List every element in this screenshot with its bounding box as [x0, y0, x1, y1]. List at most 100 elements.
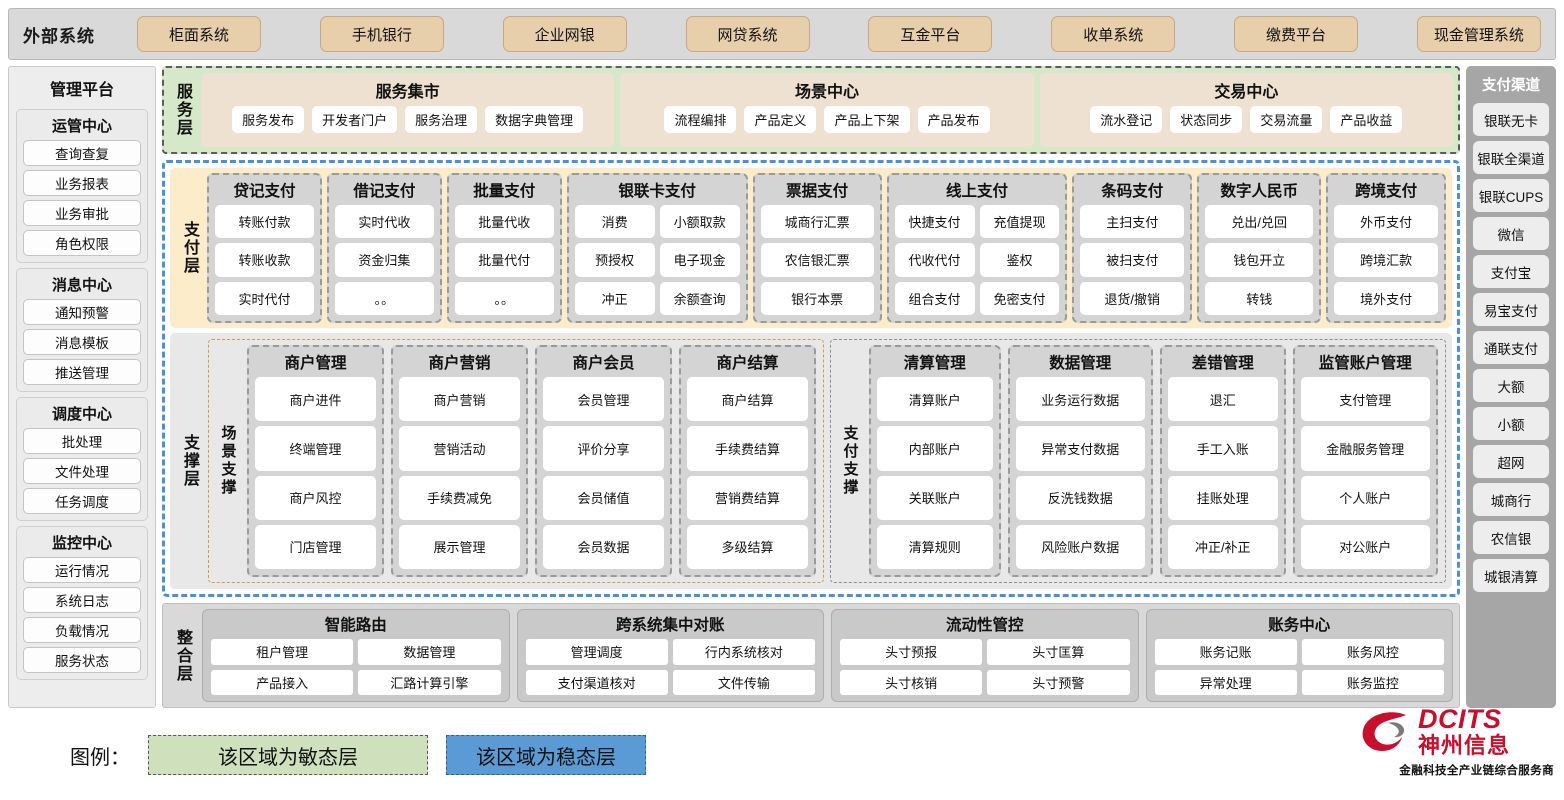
payment-support-item[interactable]: 对公账户: [1300, 524, 1430, 569]
payment-item[interactable]: 鉴权: [979, 243, 1060, 277]
external-system-chip[interactable]: 网贷系统: [685, 16, 810, 52]
service-chip[interactable]: 服务发布: [232, 106, 305, 133]
payment-item[interactable]: 代收代付: [894, 243, 975, 277]
scene-item[interactable]: 展示管理: [399, 524, 520, 569]
scene-item[interactable]: 多级结算: [687, 524, 808, 569]
integration-item[interactable]: 租户管理: [211, 639, 354, 665]
channel-item[interactable]: 大额: [1473, 369, 1549, 402]
integration-item[interactable]: 管理调度: [525, 639, 668, 665]
payment-item[interactable]: 冲正: [574, 281, 655, 315]
payment-support-item[interactable]: 风险账户数据: [1015, 524, 1145, 569]
scene-item[interactable]: 终端管理: [255, 426, 376, 471]
payment-item[interactable]: 资金归集: [334, 243, 434, 277]
payment-item[interactable]: 城商行汇票: [760, 205, 874, 239]
payment-support-item[interactable]: 退汇: [1167, 377, 1278, 422]
payment-item[interactable]: 主扫支付: [1080, 205, 1185, 239]
sidebar-item[interactable]: 角色权限: [23, 230, 141, 256]
channel-item[interactable]: 银联CUPS: [1473, 179, 1549, 212]
scene-item[interactable]: 商户风控: [255, 475, 376, 520]
payment-support-item[interactable]: 反洗钱数据: [1015, 475, 1145, 520]
payment-item[interactable]: 快捷支付: [894, 205, 975, 239]
sidebar-item[interactable]: 负载情况: [23, 617, 141, 643]
payment-support-item[interactable]: 关联账户: [877, 475, 993, 520]
payment-item[interactable]: 。。: [454, 281, 554, 315]
sidebar-item[interactable]: 业务报表: [23, 170, 141, 196]
integration-item[interactable]: 支付渠道核对: [525, 669, 668, 695]
payment-support-item[interactable]: 挂账处理: [1167, 475, 1278, 520]
channel-item[interactable]: 微信: [1473, 217, 1549, 250]
service-chip[interactable]: 数据字典管理: [485, 106, 584, 133]
payment-item[interactable]: 被扫支付: [1080, 243, 1185, 277]
integration-item[interactable]: 数据管理: [358, 639, 501, 665]
service-chip[interactable]: 服务治理: [405, 106, 478, 133]
integration-item[interactable]: 汇路计算引擎: [358, 669, 501, 695]
payment-item[interactable]: 退货/撤销: [1080, 281, 1185, 315]
sidebar-item[interactable]: 文件处理: [23, 458, 141, 484]
payment-item[interactable]: 免密支付: [979, 281, 1060, 315]
payment-item[interactable]: 跨境汇款: [1334, 243, 1438, 277]
payment-item[interactable]: 转账付款: [215, 205, 314, 239]
integration-item[interactable]: 异常处理: [1154, 669, 1297, 695]
payment-item[interactable]: 电子现金: [659, 243, 740, 277]
payment-support-item[interactable]: 异常支付数据: [1015, 426, 1145, 471]
external-system-chip[interactable]: 收单系统: [1051, 16, 1176, 52]
external-system-chip[interactable]: 现金管理系统: [1416, 16, 1541, 52]
sidebar-item[interactable]: 推送管理: [23, 359, 141, 385]
scene-item[interactable]: 商户结算: [687, 377, 808, 422]
sidebar-item[interactable]: 任务调度: [23, 488, 141, 514]
channel-item[interactable]: 支付宝: [1473, 255, 1549, 288]
service-chip[interactable]: 状态同步: [1170, 106, 1243, 133]
payment-item[interactable]: 批量代付: [454, 243, 554, 277]
channel-item[interactable]: 银联无卡: [1473, 103, 1549, 136]
integration-item[interactable]: 账务风控: [1301, 639, 1444, 665]
service-chip[interactable]: 产品定义: [744, 106, 817, 133]
channel-item[interactable]: 通联支付: [1473, 331, 1549, 364]
payment-item[interactable]: 余额查询: [659, 281, 740, 315]
payment-support-item[interactable]: 支付管理: [1300, 377, 1430, 422]
payment-support-item[interactable]: 金融服务管理: [1300, 426, 1430, 471]
payment-item[interactable]: 小额取款: [659, 205, 740, 239]
scene-item[interactable]: 营销活动: [399, 426, 520, 471]
sidebar-item[interactable]: 消息模板: [23, 329, 141, 355]
payment-item[interactable]: 预授权: [574, 243, 655, 277]
sidebar-item[interactable]: 运行情况: [23, 557, 141, 583]
sidebar-item[interactable]: 查询查复: [23, 140, 141, 166]
service-chip[interactable]: 交易流量: [1250, 106, 1323, 133]
integration-item[interactable]: 产品接入: [211, 669, 354, 695]
scene-item[interactable]: 手续费结算: [687, 426, 808, 471]
payment-item[interactable]: 境外支付: [1334, 281, 1438, 315]
service-chip[interactable]: 流程编排: [664, 106, 737, 133]
external-system-chip[interactable]: 缴费平台: [1234, 16, 1359, 52]
channel-item[interactable]: 超网: [1473, 445, 1549, 478]
scene-item[interactable]: 会员管理: [543, 377, 664, 422]
scene-item[interactable]: 商户进件: [255, 377, 376, 422]
scene-item[interactable]: 手续费减免: [399, 475, 520, 520]
sidebar-item[interactable]: 服务状态: [23, 647, 141, 673]
channel-item[interactable]: 易宝支付: [1473, 293, 1549, 326]
payment-item[interactable]: 组合支付: [894, 281, 975, 315]
payment-item[interactable]: 农信银汇票: [760, 243, 874, 277]
channel-item[interactable]: 城商行: [1473, 483, 1549, 516]
integration-item[interactable]: 头寸匡算: [987, 639, 1130, 665]
payment-item[interactable]: 银行本票: [760, 281, 874, 315]
scene-item[interactable]: 营销费结算: [687, 475, 808, 520]
sidebar-item[interactable]: 系统日志: [23, 587, 141, 613]
payment-item[interactable]: 转账收款: [215, 243, 314, 277]
payment-support-item[interactable]: 手工入账: [1167, 426, 1278, 471]
payment-support-item[interactable]: 冲正/补正: [1167, 524, 1278, 569]
payment-item[interactable]: 充值提现: [979, 205, 1060, 239]
channel-item[interactable]: 小额: [1473, 407, 1549, 440]
payment-item[interactable]: 批量代收: [454, 205, 554, 239]
sidebar-item[interactable]: 批处理: [23, 428, 141, 454]
payment-item[interactable]: 钱包开立: [1205, 243, 1314, 277]
service-chip[interactable]: 流水登记: [1090, 106, 1163, 133]
service-chip[interactable]: 产品上下架: [824, 106, 910, 133]
payment-support-item[interactable]: 个人账户: [1300, 475, 1430, 520]
payment-support-item[interactable]: 业务运行数据: [1015, 377, 1145, 422]
payment-item[interactable]: 消费: [574, 205, 655, 239]
payment-support-item[interactable]: 清算账户: [877, 377, 993, 422]
scene-item[interactable]: 会员数据: [543, 524, 664, 569]
payment-item[interactable]: 转钱: [1205, 281, 1314, 315]
scene-item[interactable]: 评价分享: [543, 426, 664, 471]
channel-item[interactable]: 城银清算: [1473, 559, 1549, 592]
